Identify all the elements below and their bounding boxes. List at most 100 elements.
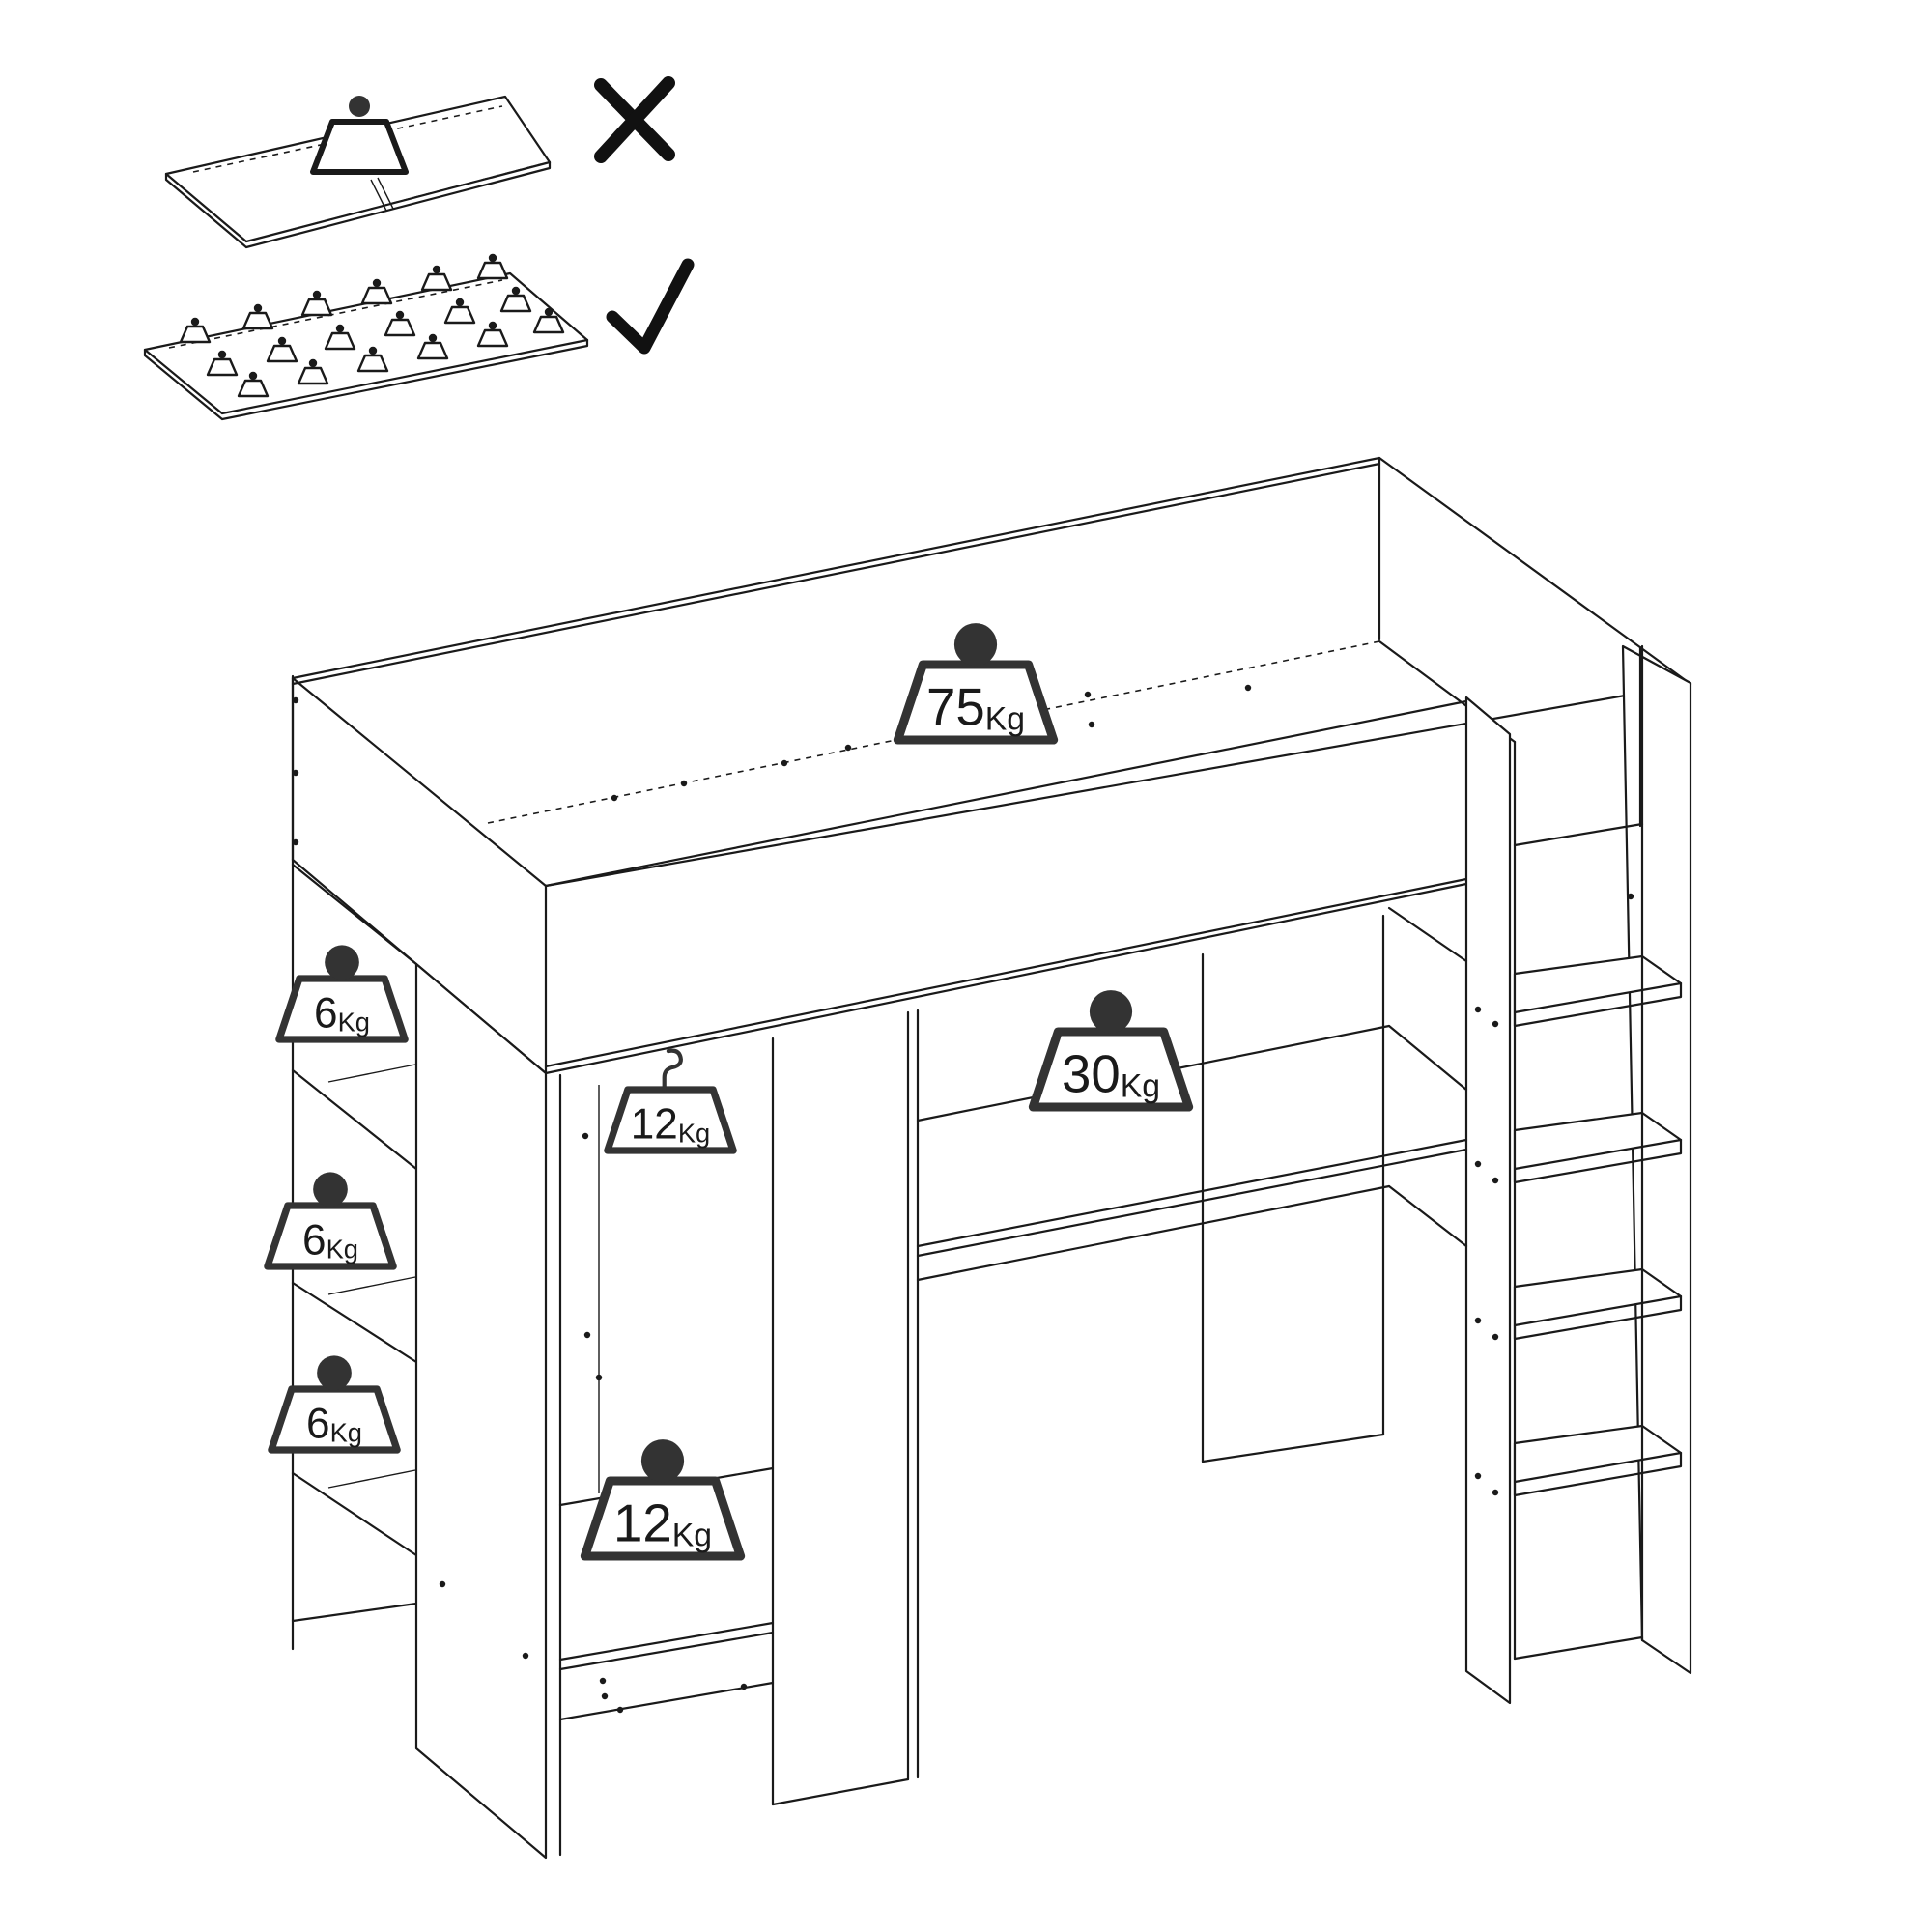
screw-hole <box>1492 1489 1499 1496</box>
load-value: 12Kg <box>631 1100 710 1148</box>
screw-hole <box>595 1374 603 1381</box>
load-unit: Kg <box>678 1119 710 1149</box>
load-number: 12 <box>631 1100 678 1148</box>
screw-hole <box>439 1580 446 1588</box>
mini-weight-icon <box>416 333 449 360</box>
load-unit: Kg <box>672 1518 712 1554</box>
mini-weight-icon <box>324 324 356 351</box>
load-number: 6 <box>314 989 338 1037</box>
screw-hole <box>1244 684 1252 692</box>
mini-weight-icon <box>237 371 270 398</box>
load-value: 6Kg <box>306 1400 362 1447</box>
load-value: 6Kg <box>314 989 370 1037</box>
ladder-post <box>1464 696 1512 1705</box>
load-unit: Kg <box>985 701 1025 738</box>
mini-weight-icon <box>384 310 416 337</box>
load-unit: Kg <box>330 1418 362 1448</box>
weight-knob-icon <box>640 1439 685 1483</box>
mini-weight-icon <box>476 253 509 280</box>
screw-hole <box>1088 721 1095 728</box>
load-value: 30Kg <box>1062 1044 1160 1104</box>
weight-body-icon <box>275 975 409 1043</box>
check-mark-icon <box>606 258 695 355</box>
weight-knob-icon <box>325 945 359 980</box>
mini-weight-icon <box>206 350 239 377</box>
screw-hole <box>522 1652 529 1660</box>
mini-weight-icon <box>499 286 532 313</box>
screw-hole <box>616 1706 624 1714</box>
hanger-hook-icon <box>662 1048 683 1093</box>
guard-rail <box>1513 644 1692 1675</box>
screw-hole <box>781 759 788 767</box>
load-number: 30 <box>1062 1044 1121 1103</box>
load-label-side-shelf-3: 6Kg <box>268 1355 401 1454</box>
load-number: 12 <box>613 1493 672 1552</box>
screw-hole <box>1492 1020 1499 1028</box>
weight-body-icon <box>893 660 1059 745</box>
screw-hole <box>1474 1006 1482 1013</box>
side-shelf-unit <box>291 674 418 1651</box>
screw-hole <box>292 769 299 777</box>
load-unit: Kg <box>338 1008 370 1037</box>
mini-weight-icon <box>476 321 509 348</box>
screw-hole <box>292 696 299 704</box>
screw-hole <box>1474 1472 1482 1480</box>
load-label-hanging-rail: 12Kg <box>604 1048 737 1154</box>
single-weight-icon <box>310 96 409 175</box>
desk <box>916 906 1468 1463</box>
screw-hole <box>599 1677 607 1685</box>
screw-hole <box>1474 1317 1482 1324</box>
mini-weight-icon <box>420 265 453 292</box>
wardrobe <box>558 1009 920 1857</box>
mini-weight-icon <box>179 317 212 344</box>
mini-weight-icon <box>360 278 393 305</box>
load-unit: Kg <box>327 1235 358 1264</box>
load-label-desk: 30Kg <box>1028 990 1194 1112</box>
load-label-side-shelf-1: 6Kg <box>275 945 409 1043</box>
screw-hole <box>611 794 618 802</box>
distributed-weight-icons <box>179 253 565 398</box>
screw-hole <box>1084 691 1092 698</box>
cross-mark-icon <box>594 76 675 163</box>
weight-body-icon <box>264 1202 397 1270</box>
load-value: 12Kg <box>613 1493 712 1553</box>
wardrobe-side-panel <box>414 962 548 1860</box>
load-number: 6 <box>302 1216 327 1264</box>
screw-hole <box>601 1692 609 1700</box>
ladder <box>1513 644 1683 1661</box>
weight-body-icon <box>604 1086 737 1154</box>
legend-correct <box>143 253 695 421</box>
screw-hole <box>680 780 688 787</box>
weight-body-icon <box>1028 1027 1194 1112</box>
mini-weight-icon <box>532 307 565 334</box>
mini-weight-icon <box>242 303 274 330</box>
fixing-holes <box>292 684 1634 1714</box>
mini-weight-icon <box>297 358 329 385</box>
mini-weight-icon <box>266 336 298 363</box>
screw-hole <box>1492 1177 1499 1184</box>
load-label-bed-top: 75Kg <box>893 623 1059 745</box>
mini-weight-icon <box>443 298 476 325</box>
weight-body-icon <box>580 1476 746 1561</box>
screw-hole <box>1474 1160 1482 1168</box>
load-unit: Kg <box>1121 1068 1160 1105</box>
screw-hole <box>1492 1333 1499 1341</box>
screw-hole <box>583 1331 591 1339</box>
load-number: 75 <box>926 677 985 736</box>
weight-body-icon <box>268 1385 401 1454</box>
screw-hole <box>1627 893 1634 900</box>
screw-hole <box>582 1132 589 1140</box>
load-label-side-shelf-2: 6Kg <box>264 1172 397 1270</box>
weight-knob-icon <box>953 623 998 667</box>
weight-knob-icon <box>1089 990 1133 1034</box>
load-label-wardrobe-shelf: 12Kg <box>580 1439 746 1561</box>
screw-hole <box>740 1683 748 1690</box>
screw-hole <box>844 744 852 752</box>
load-number: 6 <box>306 1400 330 1447</box>
screw-hole <box>292 838 299 846</box>
weight-knob-icon <box>313 1172 348 1208</box>
mini-weight-icon <box>300 290 333 317</box>
load-value: 6Kg <box>302 1216 358 1264</box>
